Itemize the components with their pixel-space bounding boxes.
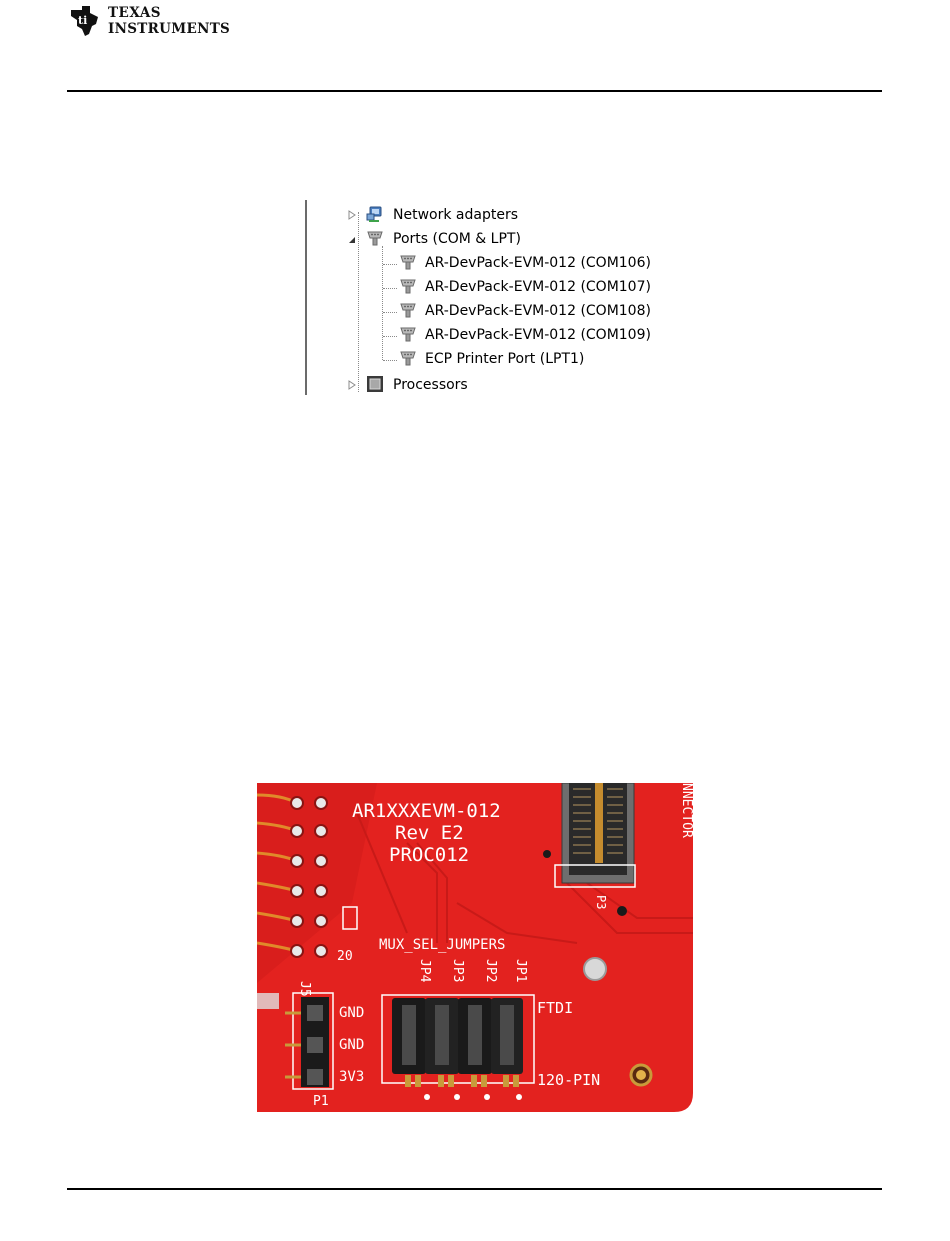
tree-left-border (305, 200, 307, 395)
logo-line-1: Texas (108, 5, 162, 21)
tree-item-label: Ports (COM & LPT) (393, 231, 521, 247)
tree-guide-line (382, 246, 383, 360)
tree-guide-line (358, 212, 359, 392)
processor-icon (367, 376, 383, 392)
3v3-label: 3V3 (339, 1069, 364, 1085)
mux-jumper-block (381, 994, 535, 1100)
board-rev-label: Rev E2 (395, 822, 464, 844)
jp3-label: JP3 (450, 959, 465, 982)
left-pin-header (257, 793, 358, 958)
mounting-hole (583, 957, 607, 981)
tree-branch-line (383, 336, 397, 337)
j5-label: J5 (297, 981, 312, 997)
ti-logo: ti Texas Instruments (68, 4, 230, 40)
gnd-label-2: GND (339, 1037, 364, 1053)
gnd-label-1: GND (339, 1005, 364, 1021)
tree-item-label: AR-DevPack-EVM-012 (COM107) (425, 279, 651, 295)
p3-connector (543, 783, 636, 916)
logo-line-2: Instruments (108, 21, 231, 37)
collapse-arrow-icon[interactable] (347, 235, 357, 245)
ti-state-logo-icon: ti (71, 6, 98, 36)
tree-branch-line (383, 312, 397, 313)
port-icon (400, 279, 416, 294)
tree-item-label: ECP Printer Port (LPT1) (425, 351, 585, 367)
pin120-label: 120-PIN (537, 1071, 600, 1089)
connector-label: NNECTOR (679, 783, 693, 838)
tree-item-label: AR-DevPack-EVM-012 (COM106) (425, 255, 651, 271)
tree-item-label: Processors (393, 377, 468, 393)
port-icon (400, 303, 416, 318)
jp2-label: JP2 (483, 959, 498, 982)
tree-item-label: Network adapters (393, 207, 518, 223)
expand-arrow-icon[interactable] (347, 380, 357, 390)
p3-label: P3 (594, 895, 608, 909)
jp1-label: JP1 (513, 959, 528, 982)
ftdi-label: FTDI (537, 999, 573, 1017)
tree-branch-line (383, 264, 397, 265)
j5-p1-header (257, 992, 334, 1090)
pin-number-label: 20 (337, 949, 353, 964)
expand-arrow-icon[interactable] (347, 210, 357, 220)
header-rule (67, 90, 882, 92)
pcb-traces (356, 812, 693, 944)
tree-item-label: AR-DevPack-EVM-012 (COM108) (425, 303, 651, 319)
port-icon (367, 231, 383, 246)
port-icon (400, 255, 416, 270)
port-icon (400, 327, 416, 342)
board-name-label: AR1XXXEVM-012 (352, 800, 501, 822)
board-proc-label: PROC012 (389, 844, 469, 866)
mux-sel-label: MUX_SEL_JUMPERS (379, 937, 505, 953)
tree-item-label: AR-DevPack-EVM-012 (COM109) (425, 327, 651, 343)
svg-text:ti: ti (78, 14, 87, 27)
port-icon (400, 351, 416, 366)
tree-branch-line (383, 360, 397, 361)
pcb-shade (257, 783, 377, 983)
jp4-label: JP4 (417, 959, 432, 983)
device-manager-tree: Network adapters Ports (COM & LPT) AR-De… (305, 200, 665, 395)
network-adapter-icon (366, 206, 382, 222)
footer-rule (67, 1188, 882, 1190)
tree-branch-line (383, 288, 397, 289)
p1-label: P1 (313, 1094, 329, 1109)
ti-wordmark: Texas Instruments (108, 5, 230, 37)
evm-board-photo: 20 AR1XXXEVM-012 Rev E2 PROC012 P3 NNECT… (257, 783, 693, 1112)
